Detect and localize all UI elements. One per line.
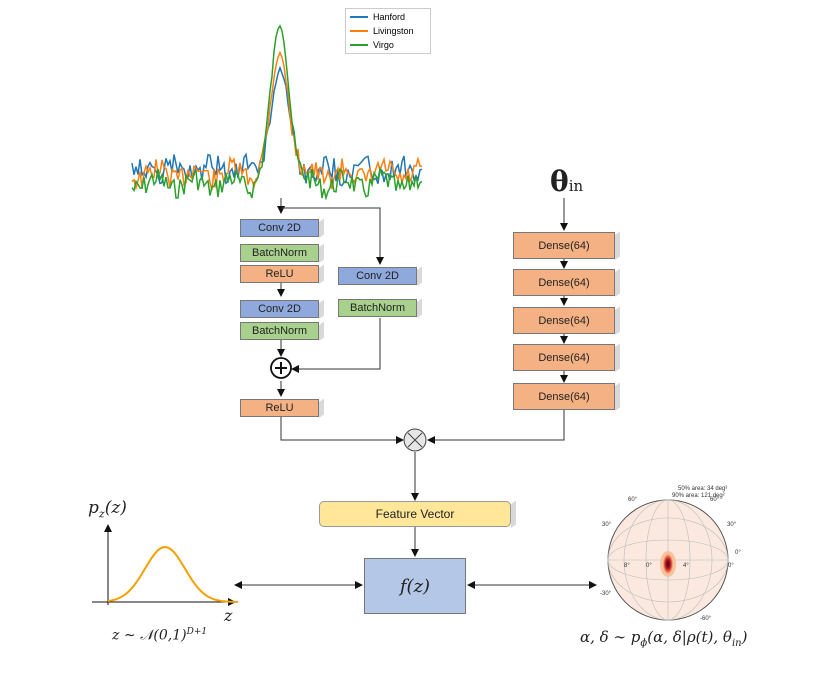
theta-symbol: θ [550,165,569,198]
detector-legend: Hanford Livingston Virgo [345,8,431,54]
posterior-caption-text: α, δ ∼ p [580,628,641,646]
relu-output-layer: ReLU [240,399,319,417]
sky-tick-0-mid: 0° [728,563,734,569]
sky-tick-30-right: 30° [727,522,737,528]
prior-gaussian-curve [107,546,238,603]
feature-vector-box: Feature Vector [319,501,511,527]
legend-item-hanford: Hanford [350,12,405,22]
sky-tick-0-left: 0° [646,563,652,569]
product-node [403,428,427,452]
sky-tick-60-left: 60° [628,497,638,503]
skip-batchnorm-layer: BatchNorm [338,299,417,317]
dense-layer-4: Dense(64) [513,344,615,371]
posterior-caption-sub: ϕ [640,638,648,649]
batchnorm-layer-2: BatchNorm [240,322,319,340]
sum-node [270,357,292,379]
area90-label: 90% area: 121 deg² [672,493,725,499]
relu-layer-1: ReLU [240,265,319,283]
dense-layer-5: Dense(64) [513,383,615,410]
prior-caption-sup: D+1 [186,627,208,637]
legend-line-livingston [350,30,368,32]
prior-caption-text: z ∼ 𝒩(0,1) [112,627,187,644]
prior-y-arg: (z) [104,498,127,518]
legend-item-livingston: Livingston [350,26,414,36]
conv2d-layer-1: Conv 2D [240,219,319,237]
flow-function-box: f(z) [364,558,466,614]
sky-tick-8: 8° [624,563,630,569]
legend-item-virgo: Virgo [350,40,394,50]
batchnorm-layer-1: BatchNorm [240,244,319,262]
legend-label-livingston: Livingston [373,26,414,36]
dense-layer-3: Dense(64) [513,307,615,334]
posterior-caption: α, δ ∼ pϕ(α, δ|ρ(t), θin) [580,628,747,649]
posterior-caption-end: ) [741,628,748,646]
sky-tick-m60-right: -60° [700,616,712,622]
posterior-skymap [607,499,729,621]
prior-y-symbol: p [88,498,99,518]
prior-y-subscript: z [98,507,105,521]
sky-tick-4: 4° [683,563,689,569]
prior-y-label: pz(z) [88,498,127,520]
prior-caption: z ∼ 𝒩(0,1)D+1 [112,627,207,644]
sky-tick-60-right: 60° [710,497,720,503]
virgo-trace [131,24,423,200]
dense-layer-1: Dense(64) [513,232,615,259]
area50-label: 50% area: 34 deg² [678,486,728,492]
legend-label-hanford: Hanford [373,12,406,22]
posterior-caption-rest: (α, δ|ρ(t), θ [647,628,732,646]
theta-input-label: θin [550,165,583,198]
strain-plot [131,24,423,200]
posterior-caption-sub2: in [731,638,742,649]
conv2d-layer-2: Conv 2D [240,300,319,318]
legend-line-virgo [350,44,368,46]
skip-conv2d-layer: Conv 2D [338,267,417,285]
sky-tick-m30-left: -30° [600,591,612,597]
theta-subscript: in [568,177,584,195]
prior-plot [92,524,238,606]
legend-label-virgo: Virgo [373,40,394,50]
sky-tick-30-left: 30° [602,522,612,528]
sky-tick-0-right: 0° [735,550,741,556]
dense-layer-2: Dense(64) [513,269,615,296]
legend-line-hanford [350,16,368,18]
prior-x-label: z [224,606,233,625]
